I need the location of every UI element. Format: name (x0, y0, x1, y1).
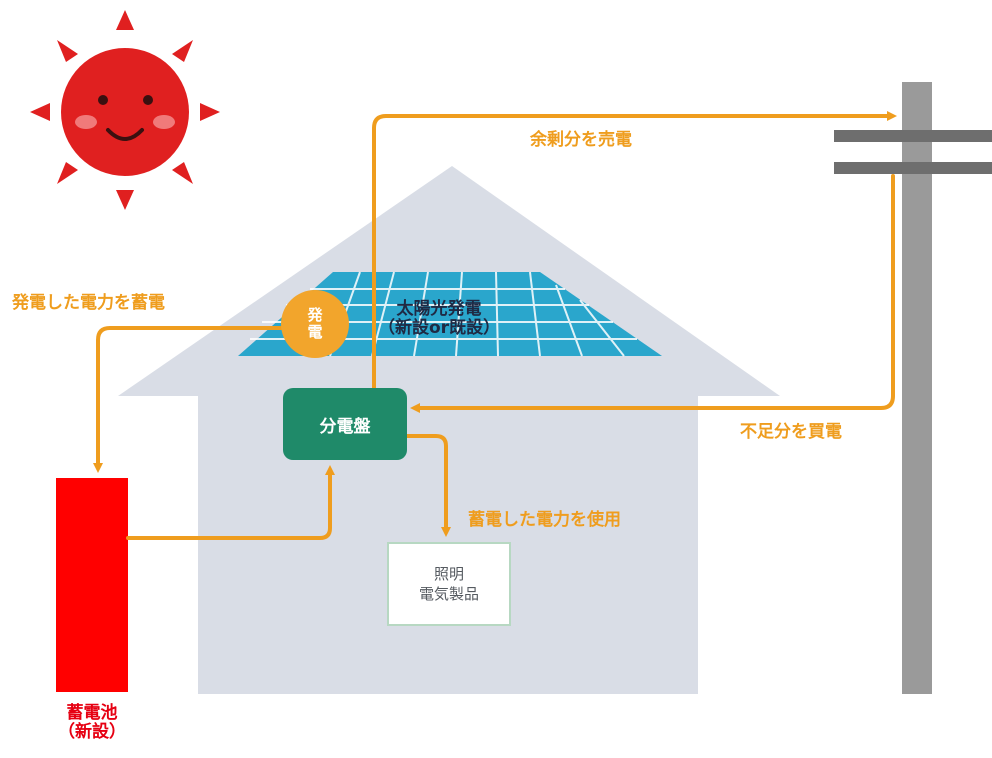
flow-arrow-battery-discharge (126, 465, 335, 540)
battery-label-line1: 蓄電池 (66, 703, 118, 723)
charge-generated-label: 発電した電力を蓄電 (12, 293, 165, 313)
generation-char-2: 電 (307, 323, 323, 341)
generation-badge: 発 電 (281, 290, 349, 358)
solar-label-line2: （新設or既設） (378, 317, 501, 338)
solar-label-line1: 太陽光発電 (396, 299, 482, 319)
appliances-box: 照明 電気製品 (387, 542, 511, 626)
battery-icon (56, 478, 128, 692)
distribution-board-label: 分電盤 (319, 416, 371, 437)
flow-arrow-charge (93, 326, 285, 473)
flow-arrow-shortage-buy (410, 174, 895, 413)
surplus-sell-label: 余剰分を売電 (530, 130, 632, 150)
flow-arrow-use-stored (405, 434, 451, 537)
utility-pole-icon (834, 82, 992, 694)
battery-label: 蓄電池 （新設） (44, 704, 140, 741)
use-stored-label: 蓄電した電力を使用 (468, 510, 621, 530)
generation-char-1: 発 (307, 305, 323, 324)
appliance-label-line2: 電気製品 (418, 585, 479, 603)
appliance-label-line1: 照明 (433, 564, 464, 583)
flow-arrow-surplus-sell (372, 111, 897, 390)
solar-generation-label: 太陽光発電 （新設or既設） (378, 300, 500, 337)
battery-label-line2: （新設） (58, 721, 126, 742)
sun-icon (30, 10, 220, 210)
distribution-board: 分電盤 (283, 388, 407, 460)
shortage-buy-label: 不足分を買電 (740, 422, 842, 442)
